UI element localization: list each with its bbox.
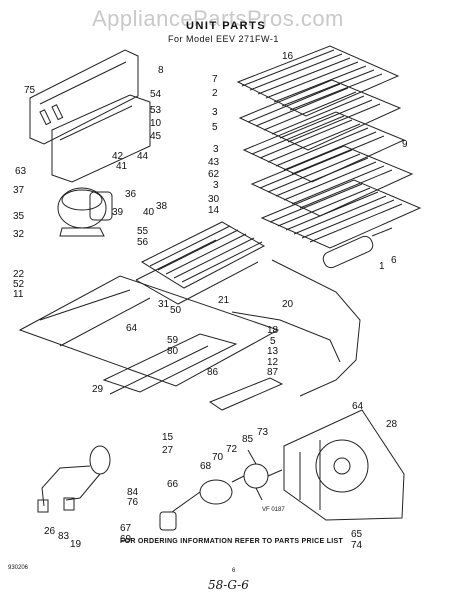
- callout-16: 16: [282, 51, 294, 62]
- callout-64: 64: [126, 323, 138, 334]
- callout-2: 2: [212, 88, 218, 99]
- callout-7: 7: [212, 74, 218, 85]
- callout-36: 36: [125, 189, 137, 200]
- wiring-harness: [37, 445, 111, 513]
- handwritten-note: 58-G-6: [208, 578, 249, 592]
- callout-76: 76: [127, 497, 139, 508]
- document-code: 930206: [8, 565, 29, 571]
- callout-69: 69: [120, 534, 132, 545]
- callout-87: 87: [267, 367, 279, 378]
- callout-55: 55: [137, 226, 149, 237]
- callout-38: 38: [156, 201, 168, 212]
- rear-cover-panel: [29, 49, 151, 183]
- drain-pan: [208, 377, 284, 411]
- callout-20: 20: [282, 299, 294, 310]
- evaporator-coil: [135, 221, 266, 305]
- callout-50: 50: [170, 305, 182, 316]
- callout-65: 65: [351, 529, 363, 540]
- callout-5b: 5: [270, 336, 276, 347]
- callout-54: 54: [150, 89, 162, 100]
- callout-70: 70: [212, 452, 224, 463]
- callout-21: 21: [218, 295, 230, 306]
- callout-44: 44: [137, 151, 149, 162]
- callout-84: 84: [127, 487, 139, 498]
- callout-22: 22: [13, 269, 25, 280]
- callout-3: 3: [212, 107, 218, 118]
- callout-12: 12: [267, 357, 279, 368]
- callout-80: 80: [167, 346, 179, 357]
- callout-30: 30: [208, 194, 220, 205]
- watermark: AppliancePartsPros.com: [92, 6, 344, 31]
- condenser-coil: [236, 45, 422, 249]
- callout-63: 63: [15, 166, 27, 177]
- callout-53: 53: [150, 105, 162, 116]
- callout-15: 15: [162, 432, 174, 443]
- callout-1: 1: [379, 261, 385, 272]
- callout-64b: 64: [352, 401, 364, 412]
- page-title: UNIT PARTS: [186, 20, 267, 32]
- callout-68: 68: [200, 461, 212, 472]
- callout-39: 39: [112, 207, 124, 218]
- callout-37: 37: [13, 185, 25, 196]
- base-frame: [18, 275, 280, 395]
- ordering-note: FOR ORDERING INFORMATION REFER TO PARTS …: [120, 538, 344, 545]
- callout-3b: 3: [213, 144, 219, 155]
- callout-45: 45: [150, 131, 162, 142]
- callout-86: 86: [207, 367, 219, 378]
- callout-85: 85: [242, 434, 254, 445]
- page-mark: 6: [232, 568, 236, 574]
- callout-62: 62: [208, 169, 220, 180]
- callout-59: 59: [167, 335, 179, 346]
- fan-bracket: [283, 409, 405, 521]
- callout-52: 52: [13, 279, 25, 290]
- callout-72: 72: [226, 444, 238, 455]
- callout-29: 29: [92, 384, 104, 395]
- callout-5: 5: [212, 122, 218, 133]
- callout-9: 9: [402, 139, 408, 150]
- callout-26: 26: [44, 526, 56, 537]
- diagram-code: VF 0187: [262, 507, 285, 513]
- callout-28: 28: [386, 419, 398, 430]
- callout-31: 31: [158, 299, 170, 310]
- compressor: [57, 187, 113, 237]
- callout-42: 42: [112, 151, 124, 162]
- callout-66: 66: [167, 479, 179, 490]
- callout-40: 40: [143, 207, 155, 218]
- callout-10: 10: [150, 118, 162, 129]
- callout-56: 56: [137, 237, 149, 248]
- callout-18: 18: [267, 325, 279, 336]
- callout-14: 14: [208, 205, 220, 216]
- fan-motor: [159, 449, 283, 531]
- callout-27: 27: [162, 445, 174, 456]
- callout-3c: 3: [213, 180, 219, 191]
- callout-67: 67: [120, 523, 132, 534]
- callout-74: 74: [351, 540, 363, 551]
- callout-8: 8: [158, 65, 164, 76]
- callout-41: 41: [116, 161, 128, 172]
- connecting-tube: [231, 311, 341, 363]
- callout-35: 35: [13, 211, 25, 222]
- model-subtitle: For Model EEV 271FW-1: [168, 34, 279, 44]
- callout-32: 32: [13, 229, 25, 240]
- callout-43: 43: [208, 157, 220, 168]
- callout-83: 83: [58, 531, 70, 542]
- callout-11: 11: [13, 289, 24, 300]
- callout-73: 73: [257, 427, 269, 438]
- callout-13: 13: [267, 346, 279, 357]
- filter-drier: [322, 227, 393, 269]
- callout-19: 19: [70, 539, 82, 550]
- discharge-tube: [271, 259, 361, 397]
- callout-75: 75: [24, 85, 36, 96]
- callout-6: 6: [391, 255, 397, 266]
